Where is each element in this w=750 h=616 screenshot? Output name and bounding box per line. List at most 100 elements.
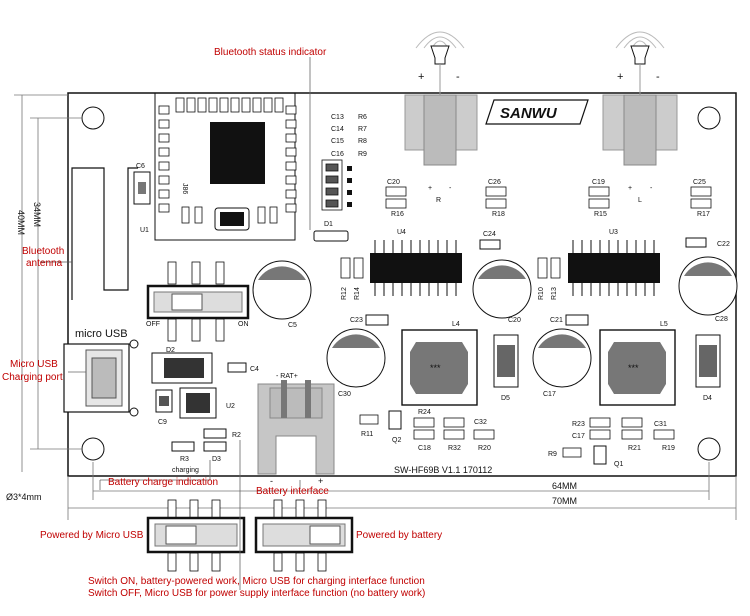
battery-connector[interactable] bbox=[257, 380, 335, 475]
ref-r11: R11 bbox=[361, 431, 373, 438]
dim-64mm: 64MM bbox=[552, 481, 577, 491]
annot-powered-batt: Powered by battery bbox=[356, 530, 442, 541]
ref-r17: R17 bbox=[697, 211, 710, 218]
ref-r21: R21 bbox=[628, 445, 641, 452]
ref-d3: D3 bbox=[212, 456, 221, 463]
pin-plus-r: + bbox=[428, 185, 432, 192]
dim-hole: Ø3*4mm bbox=[6, 492, 42, 502]
ref-r9b: R9 bbox=[548, 451, 557, 458]
annot-bt-antenna-1: Bluetooth bbox=[22, 246, 64, 257]
cap-c24 bbox=[479, 239, 501, 250]
sanwu-logo: SANWU bbox=[485, 99, 589, 125]
annot-bt-antenna-2: antenna bbox=[26, 258, 63, 269]
brand-text: SANWU bbox=[500, 105, 558, 122]
leader-lines bbox=[68, 57, 311, 590]
ref-r24: R24 bbox=[418, 409, 431, 416]
ref-r19: R19 bbox=[662, 445, 675, 452]
cap-c17 bbox=[532, 328, 592, 388]
cap-c23 bbox=[365, 314, 389, 326]
board-model: SW-HF69B V1.1 170112 bbox=[394, 465, 492, 475]
status-resistors bbox=[321, 159, 343, 211]
ref-q2: Q2 bbox=[392, 437, 401, 444]
ref-r20: R20 bbox=[478, 445, 491, 452]
switch-off-label: OFF bbox=[146, 321, 160, 328]
ref-c30: C30 bbox=[338, 391, 351, 398]
dimension-lines bbox=[14, 94, 737, 520]
annot-usb-port-1: Micro USB bbox=[10, 359, 58, 370]
pin-minus-r: - bbox=[449, 185, 452, 192]
switch-zoom-battery[interactable] bbox=[254, 499, 354, 572]
l4-stars: *** bbox=[430, 363, 441, 373]
battery-plus: + bbox=[318, 476, 323, 486]
ref-c9: C9 bbox=[158, 419, 167, 426]
cap-c22 bbox=[685, 237, 707, 248]
cap-c20 bbox=[472, 259, 532, 319]
ref-c16: C16 bbox=[331, 151, 344, 158]
ref-c13: C13 bbox=[331, 114, 344, 121]
ref-c17a: C17 bbox=[543, 391, 556, 398]
cap-c5 bbox=[252, 260, 312, 320]
switch-zoom-usb[interactable] bbox=[146, 499, 246, 572]
ref-c24: C24 bbox=[483, 231, 496, 238]
bt-module bbox=[154, 92, 297, 241]
ref-r2: R2 bbox=[232, 432, 241, 439]
ref-r3: R3 bbox=[180, 456, 189, 463]
board-power-switch[interactable] bbox=[146, 261, 250, 342]
res-r2 bbox=[203, 428, 227, 439]
annot-usb-port-2: Charging port bbox=[2, 372, 63, 383]
annot-charge-ind: Battery charge indication bbox=[108, 477, 218, 488]
dim-70mm: 70MM bbox=[552, 496, 577, 506]
ref-r9: R9 bbox=[358, 151, 367, 158]
ref-r16: R16 bbox=[391, 211, 404, 218]
transistor-q2 bbox=[388, 410, 402, 430]
led-d1 bbox=[313, 230, 349, 242]
cap-c28 bbox=[678, 256, 738, 316]
ref-c23: C23 bbox=[350, 317, 363, 324]
transistor-q1 bbox=[593, 445, 607, 465]
ref-c28: C28 bbox=[715, 316, 728, 323]
res-r3 bbox=[171, 441, 195, 452]
spk-r-plus: + bbox=[418, 71, 424, 83]
ref-c22: C22 bbox=[717, 241, 730, 248]
switch-on-label: ON bbox=[238, 321, 249, 328]
ic-u4 bbox=[370, 240, 462, 296]
ref-q1: Q1 bbox=[614, 461, 623, 468]
ref-r7: R7 bbox=[358, 126, 367, 133]
diode-d4 bbox=[695, 334, 721, 388]
ref-r6: R6 bbox=[358, 114, 367, 121]
mount-hole-tr bbox=[697, 106, 721, 130]
annot-battery-if: Battery interface bbox=[256, 486, 329, 497]
micro-usb-port[interactable] bbox=[63, 339, 139, 417]
ref-c6: C6 bbox=[136, 163, 145, 170]
ref-c4: C4 bbox=[250, 366, 259, 373]
ref-r10: R10 bbox=[538, 287, 545, 300]
ref-c18: C18 bbox=[418, 445, 431, 452]
pin-plus-l: + bbox=[628, 185, 632, 192]
battery-rat-label: - RAT+ bbox=[276, 373, 298, 380]
ref-c19: C19 bbox=[592, 179, 605, 186]
ref-c26: C26 bbox=[488, 179, 501, 186]
dim-34mm: 34MM bbox=[32, 202, 42, 227]
ref-d1: D1 bbox=[324, 221, 333, 228]
annot-note-off: Switch OFF, Micro USB for power supply i… bbox=[88, 588, 425, 599]
cap-c30 bbox=[326, 328, 386, 388]
spk-r-label: R bbox=[436, 197, 441, 204]
ref-r15: R15 bbox=[594, 211, 607, 218]
ref-r14: R14 bbox=[354, 287, 361, 300]
ref-d5: D5 bbox=[501, 395, 510, 402]
micro-usb-label: micro USB bbox=[75, 328, 128, 340]
ref-c32: C32 bbox=[474, 419, 487, 426]
led-d3 bbox=[203, 441, 227, 452]
spk-l-minus: - bbox=[656, 71, 660, 83]
mount-hole-br bbox=[697, 437, 721, 461]
cap-c4 bbox=[227, 362, 247, 373]
ref-j86: J86 bbox=[181, 183, 188, 194]
speaker-left bbox=[602, 31, 678, 166]
inductor-l5: *** bbox=[599, 329, 676, 406]
annot-note-on: Switch ON, battery-powered work, Micro U… bbox=[88, 576, 425, 587]
ref-c14: C14 bbox=[331, 126, 344, 133]
ref-c20b: C20 bbox=[508, 317, 521, 324]
ref-l4: L4 bbox=[452, 321, 460, 328]
spk-l-label: L bbox=[638, 197, 642, 204]
